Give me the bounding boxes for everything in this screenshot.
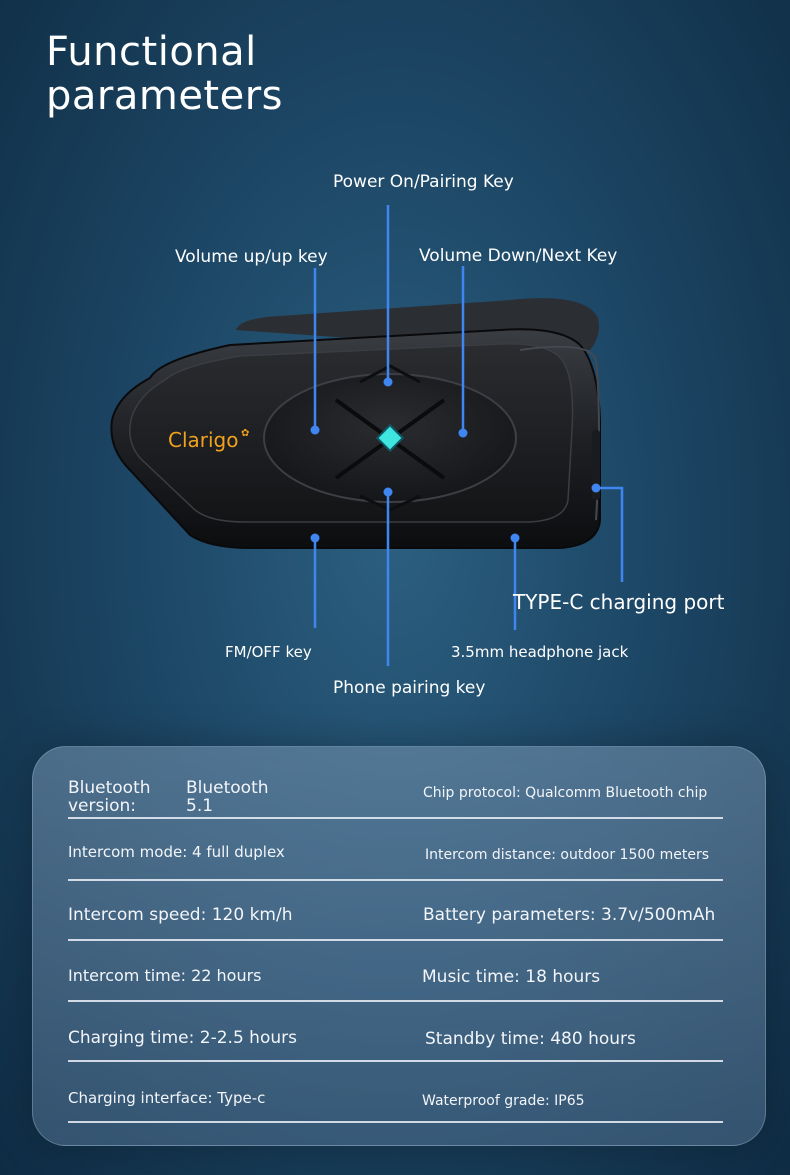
callout-type-c-port: TYPE-C charging port xyxy=(513,590,725,614)
spec-row: Intercom time: 22 hours Music time: 18 h… xyxy=(68,938,723,1002)
marker-volume-up xyxy=(310,425,320,435)
center-led xyxy=(375,423,405,453)
spec-row: Intercom mode: 4 full duplex Intercom di… xyxy=(68,817,723,881)
spec-standby-time: Standby time: 480 hours xyxy=(425,1029,636,1049)
spec-charging-time: Charging time: 2-2.5 hours xyxy=(68,1028,297,1048)
spec-chip-protocol: Chip protocol: Qualcomm Bluetooth chip xyxy=(423,785,708,801)
brand-star-icon: ✿ xyxy=(241,428,249,439)
spec-panel: Bluetooth version: Bluetooth 5.1 Chip pr… xyxy=(32,746,766,1146)
spec-row: Charging interface: Type-c Waterproof gr… xyxy=(68,1059,723,1123)
spec-row: Charging time: 2-2.5 hours Standby time:… xyxy=(68,998,723,1062)
brand-logo: Clarigo xyxy=(168,428,239,452)
page-title: Functional parameters xyxy=(46,29,284,119)
spec-music-time: Music time: 18 hours xyxy=(422,967,601,987)
marker-power xyxy=(383,377,393,387)
spec-row: Intercom speed: 120 km/h Battery paramet… xyxy=(68,877,723,941)
marker-type-c xyxy=(591,483,601,493)
marker-fm-off xyxy=(310,533,320,543)
spec-bluetooth-value: Bluetooth 5.1 xyxy=(186,778,269,816)
spec-bluetooth-key: Bluetooth version: xyxy=(68,778,151,816)
callout-headphone-jack: 3.5mm headphone jack xyxy=(451,643,629,661)
device-illustration: Clarigo ✿ xyxy=(110,205,624,666)
callout-volume-up-key: Volume up/up key xyxy=(175,247,328,267)
callout-power-pairing-key: Power On/Pairing Key xyxy=(333,172,514,192)
marker-phone-pairing xyxy=(383,487,393,497)
marker-volume-down xyxy=(458,428,468,438)
spec-intercom-time: Intercom time: 22 hours xyxy=(68,966,262,985)
callout-volume-down-key: Volume Down/Next Key xyxy=(419,246,618,266)
spec-intercom-mode: Intercom mode: 4 full duplex xyxy=(68,843,285,861)
spec-row: Bluetooth version: Bluetooth 5.1 Chip pr… xyxy=(68,755,723,819)
callout-phone-pairing-key: Phone pairing key xyxy=(333,678,486,698)
callout-fm-off-key: FM/OFF key xyxy=(225,643,312,661)
spec-intercom-distance: Intercom distance: outdoor 1500 meters xyxy=(425,847,710,863)
spec-battery-parameters: Battery parameters: 3.7v/500mAh xyxy=(423,905,716,925)
spec-waterproof-grade: Waterproof grade: IP65 xyxy=(422,1093,585,1109)
spec-intercom-speed: Intercom speed: 120 km/h xyxy=(68,905,293,925)
spec-charging-interface: Charging interface: Type-c xyxy=(68,1089,266,1107)
marker-headphone xyxy=(510,533,520,543)
